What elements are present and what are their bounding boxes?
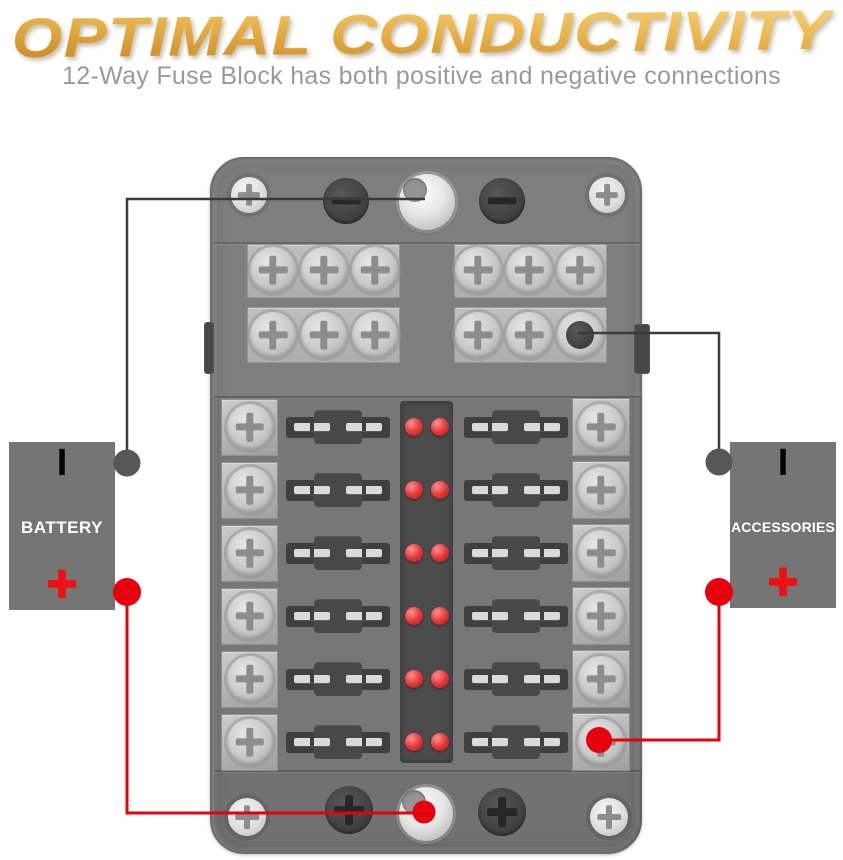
fuse-contact <box>472 612 508 620</box>
right-terminal-screw <box>578 593 624 639</box>
right-terminal-screw <box>578 404 624 450</box>
battery-negative-node <box>113 449 141 477</box>
led-indicator <box>431 544 449 562</box>
negative-bus-stud <box>399 174 455 230</box>
accessories-positive-node <box>705 578 733 606</box>
negative-bus-screw-left <box>323 178 369 224</box>
left-terminal-screw <box>226 593 273 639</box>
led-indicator <box>405 733 423 751</box>
negative-feed-screw <box>557 312 603 358</box>
terminal-strip-screw <box>455 312 501 358</box>
fuse-contact <box>346 612 382 620</box>
led-indicator <box>431 418 449 436</box>
accessories-positive-mark: + <box>767 553 799 611</box>
fuse-contact <box>524 738 560 746</box>
negative-feed-screw-center <box>566 321 594 349</box>
corner-screw-top-left <box>231 177 267 213</box>
page-title: OPTIMAL CONDUCTIVITY <box>0 0 843 71</box>
negative-stud-hole <box>403 178 427 202</box>
cover-seam-3 <box>214 770 640 772</box>
terminal-strip-screw <box>455 247 501 293</box>
fuse-block-12way <box>204 157 650 854</box>
fuse-contact <box>294 738 330 746</box>
fuse-contact <box>472 423 508 431</box>
positive-bus-stud <box>399 787 453 841</box>
fuse-contact <box>524 486 560 494</box>
terminal-strip-screw <box>250 247 296 293</box>
battery-box: I BATTERY + <box>9 442 115 613</box>
accessories-negative-node <box>705 448 733 476</box>
corner-screw-top-right <box>589 177 625 213</box>
led-indicator-strip <box>400 401 453 763</box>
led-indicator <box>405 481 423 499</box>
corner-screw-bottom-right <box>590 798 628 836</box>
led-indicator <box>431 733 449 751</box>
fuse-contact <box>524 612 560 620</box>
terminal-strip-screw <box>352 247 398 293</box>
terminal-strip-screw <box>250 312 296 358</box>
battery-label: BATTERY <box>21 518 103 537</box>
terminal-strip-screw <box>506 312 552 358</box>
accessories-box: I ACCESSORIES + <box>730 442 836 611</box>
positive-bus-screw-left <box>325 786 373 834</box>
fuse-contact <box>472 549 508 557</box>
fuse-contact <box>472 486 508 494</box>
fuse-contact <box>294 612 330 620</box>
terminal-strip-screw <box>301 247 347 293</box>
led-indicator <box>405 544 423 562</box>
cover-seam-2 <box>214 396 640 398</box>
fuse-contact <box>346 675 382 683</box>
fuse-contact <box>346 549 382 557</box>
terminal-strip-screw <box>301 312 347 358</box>
accessories-label: ACCESSORIES <box>730 519 836 535</box>
page-subtitle: 12-Way Fuse Block has both positive and … <box>62 62 781 90</box>
led-indicator <box>405 670 423 688</box>
negative-bus-screw-right <box>479 178 525 224</box>
right-terminal-screw <box>578 656 624 702</box>
left-terminal-screw <box>226 467 273 513</box>
led-indicator <box>405 418 423 436</box>
battery-positive-node <box>113 578 141 606</box>
left-terminal-screw <box>226 719 273 765</box>
positive-stud-hole <box>402 790 426 814</box>
fuse-contact <box>294 423 330 431</box>
battery-negative-mark: I <box>56 442 68 484</box>
terminal-strip-screw <box>557 247 603 293</box>
fuse-contact <box>524 423 560 431</box>
positive-bus-screw-right <box>478 788 526 836</box>
left-latch-tab <box>204 322 214 374</box>
terminal-strip-screw <box>506 247 552 293</box>
fuse-contact <box>346 423 382 431</box>
led-indicator <box>405 607 423 625</box>
left-terminal-screw <box>226 530 273 576</box>
led-indicator <box>431 607 449 625</box>
left-terminal-screw <box>226 404 273 450</box>
fuse-contact <box>472 675 508 683</box>
fuse-contact <box>524 549 560 557</box>
led-indicator <box>431 670 449 688</box>
fuse-contact <box>346 738 382 746</box>
fuse-contact <box>472 738 508 746</box>
right-latch-tab <box>634 324 650 374</box>
led-indicator <box>431 481 449 499</box>
right-terminal-screw <box>578 530 624 576</box>
battery-positive-mark: + <box>46 555 78 613</box>
fuse-contact <box>346 486 382 494</box>
fuse-contact <box>524 675 560 683</box>
cover-seam-1 <box>214 242 640 244</box>
accessories-negative-mark: I <box>777 442 789 484</box>
right-terminal-screw <box>578 467 624 513</box>
fuse-contact <box>294 675 330 683</box>
corner-screw-bottom-left <box>228 798 266 836</box>
fuse-contact <box>294 486 330 494</box>
positive-feed-screw <box>578 719 624 765</box>
fuse-contact <box>294 549 330 557</box>
left-terminal-screw <box>226 656 273 702</box>
terminal-strip-screw <box>352 312 398 358</box>
